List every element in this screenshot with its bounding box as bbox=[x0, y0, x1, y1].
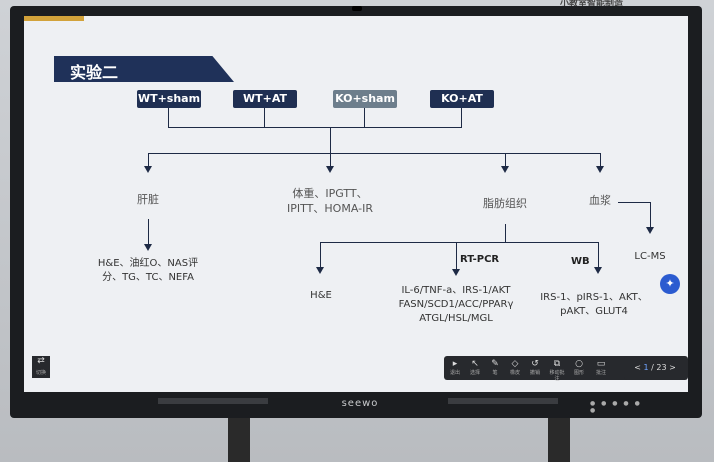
toolbar-select-button[interactable]: ↖选择 bbox=[469, 359, 480, 376]
circle-icon: ○ bbox=[575, 359, 583, 369]
wb-detail: IRS-1、pIRS-1、AKT、 pAKT、GLUT4 bbox=[540, 292, 648, 317]
rt-pcr-detail: IL-6/TNF-a、IRS-1/AKT FASN/SCD1/ACC/PPARγ… bbox=[398, 285, 514, 324]
prev-page-button[interactable]: < bbox=[634, 363, 641, 372]
ai-assistant-button[interactable]: ✦ bbox=[660, 274, 680, 294]
pen-icon: ✎ bbox=[491, 359, 499, 369]
switch-label: 切换 bbox=[35, 370, 46, 376]
indicator-dots: ● ● ● ● ● ● bbox=[590, 400, 642, 414]
connector bbox=[461, 108, 462, 128]
connector bbox=[598, 242, 599, 268]
arrow-head bbox=[144, 166, 152, 173]
switch-icon: ⇄ bbox=[37, 356, 45, 366]
toolbar-eraser-button[interactable]: ◇橡皮 bbox=[509, 359, 520, 376]
toolbar-move-button[interactable]: ⧉移动批注 bbox=[549, 359, 565, 382]
move-icon: ⧉ bbox=[553, 359, 561, 369]
wall-caption: 小教室智能制造 bbox=[560, 0, 624, 9]
connector bbox=[330, 127, 331, 153]
arrow-head bbox=[594, 267, 602, 274]
toolbar-exit-button[interactable]: ▸退出 bbox=[449, 359, 460, 376]
connector bbox=[148, 153, 149, 167]
slide-title: 实验二 bbox=[70, 63, 119, 82]
connector bbox=[264, 108, 265, 128]
connector bbox=[148, 153, 600, 154]
connector bbox=[168, 127, 462, 128]
switch-button[interactable]: ⇄ 切换 bbox=[32, 356, 50, 378]
connector bbox=[505, 153, 506, 167]
ai-icon: ✦ bbox=[665, 277, 675, 290]
branch-liver: 肝脏 bbox=[137, 193, 159, 206]
connector bbox=[168, 108, 169, 128]
eraser-icon: ◇ bbox=[511, 359, 519, 369]
exit-icon: ▸ bbox=[452, 359, 458, 369]
annotate-icon: ▭ bbox=[596, 359, 606, 369]
group-ko-at: KO+AT bbox=[430, 90, 494, 108]
tv-stand-right bbox=[548, 418, 570, 462]
branch-body-metrics: 体重、IPGTT、 IPITT、HOMA-IR bbox=[287, 187, 373, 215]
screen: 实验二 WT+sham WT+AT KO+sham KO+AT 肝脏 体重、IP… bbox=[24, 16, 688, 392]
plasma-detail: LC-MS bbox=[634, 251, 666, 262]
label-rt-pcr: RT-PCR bbox=[460, 254, 500, 265]
undo-icon: ↺ bbox=[531, 359, 539, 369]
cursor-icon: ↖ bbox=[471, 359, 479, 369]
speaker-grille-right bbox=[448, 398, 558, 404]
connector bbox=[364, 108, 365, 128]
arrow-head bbox=[316, 267, 324, 274]
screen-sticker bbox=[24, 16, 84, 21]
brand-logo: seewo bbox=[341, 398, 379, 409]
branch-plasma: 血浆 bbox=[589, 194, 611, 207]
toolbar-annotate-button[interactable]: ▭批注 bbox=[595, 359, 606, 376]
connector bbox=[148, 219, 149, 245]
arrow-head bbox=[501, 166, 509, 173]
connector bbox=[456, 242, 457, 270]
tv-stand-left bbox=[228, 418, 250, 462]
group-wt-at: WT+AT bbox=[233, 90, 297, 108]
slide-title-banner bbox=[54, 56, 234, 82]
liver-detail: H&E、油红O、NAS评 分、TG、TC、NEFA bbox=[97, 258, 199, 283]
label-wb: WB bbox=[571, 256, 590, 267]
page-navigator: < 1 / 23 > bbox=[624, 356, 686, 380]
current-page: 1 bbox=[643, 363, 649, 372]
branch-adipose: 脂肪组织 bbox=[483, 197, 527, 210]
toolbar-pen-button[interactable]: ✎笔 bbox=[491, 359, 499, 376]
connector bbox=[600, 153, 601, 167]
connector bbox=[505, 224, 506, 242]
toolbar-shape-button[interactable]: ○图形 bbox=[573, 359, 584, 376]
arrow-head bbox=[646, 227, 654, 234]
arrow-head bbox=[452, 269, 460, 276]
speaker-grille-left bbox=[158, 398, 268, 404]
connector bbox=[618, 202, 650, 203]
connector bbox=[650, 202, 651, 228]
connector bbox=[320, 242, 321, 268]
toolbar-undo-button[interactable]: ↺撤销 bbox=[529, 359, 540, 376]
connector bbox=[330, 153, 331, 167]
camera bbox=[352, 6, 362, 11]
group-wt-sham: WT+sham bbox=[137, 90, 201, 108]
connector bbox=[320, 242, 598, 243]
next-page-button[interactable]: > bbox=[669, 363, 676, 372]
adipose-he: H&E bbox=[310, 290, 332, 301]
group-ko-sham: KO+sham bbox=[333, 90, 397, 108]
arrow-head bbox=[596, 166, 604, 173]
total-pages: / 23 bbox=[651, 363, 667, 372]
arrow-head bbox=[326, 166, 334, 173]
arrow-head bbox=[144, 244, 152, 251]
